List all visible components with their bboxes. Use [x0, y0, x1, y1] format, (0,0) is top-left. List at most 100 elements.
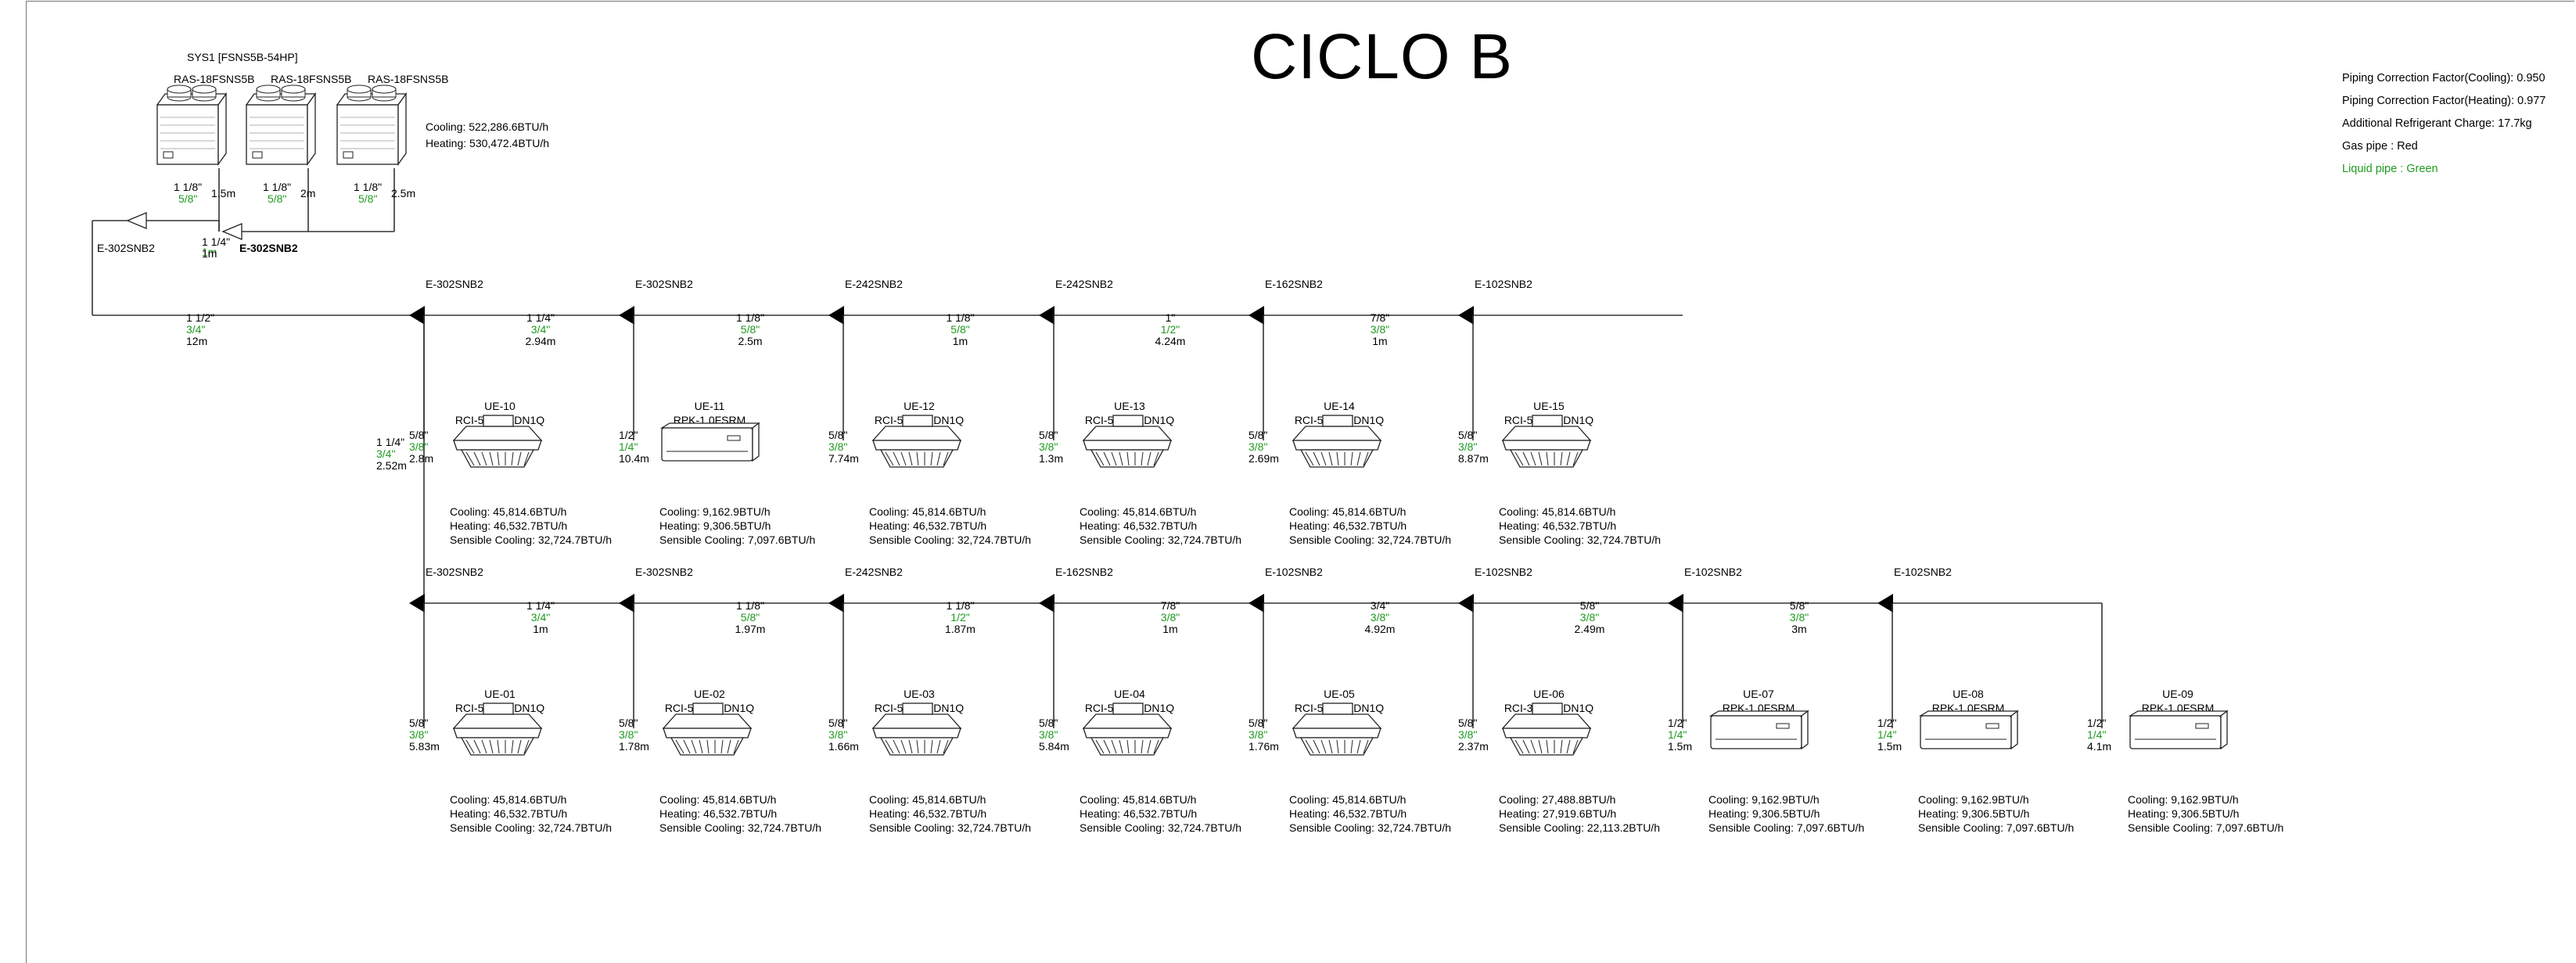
unit-heating: Heating: 46,532.7BTU/h: [1289, 807, 1407, 820]
fan-icon: [281, 84, 306, 94]
unit-id: UE-13: [1114, 400, 1145, 412]
unit-sensible-cooling: Sensible Cooling: 32,724.7BTU/h: [1080, 534, 1241, 546]
main-pipe-gas: 1 1/2": [186, 311, 214, 324]
branch-joint-label: E-102SNB2: [1475, 566, 1532, 578]
unit-heating: Heating: 46,532.7BTU/h: [450, 519, 567, 532]
unit-box: [483, 415, 514, 427]
branch-joint-icon: [1668, 594, 1683, 613]
grille-line: [1522, 451, 1530, 466]
grille-line: [489, 739, 494, 754]
branch-segment-liquid: 5/8": [741, 323, 760, 336]
unit-pipe-length: 1.76m: [1248, 740, 1279, 753]
unit-pipe-gas: 1/2": [619, 429, 638, 441]
branch-joint-label: E-102SNB2: [1684, 566, 1742, 578]
unit-side: [1801, 710, 1809, 750]
grille-line: [517, 739, 522, 754]
grille-line: [1538, 739, 1543, 754]
unit-pipe-liquid: 1/4": [1668, 728, 1687, 741]
outdoor-model-label: RAS-18FSNS5B: [368, 73, 449, 85]
system-heating: Heating: 530,472.4BTU/h: [426, 137, 549, 149]
unit-sensible-cooling: Sensible Cooling: 32,724.7BTU/h: [1499, 534, 1661, 546]
header-pipe-gas: 1 1/4": [202, 235, 230, 248]
unit-top: [1082, 713, 1173, 729]
wall-unit-icon: [1918, 710, 2019, 750]
fan-icon: [192, 84, 217, 94]
grille-line: [1147, 451, 1151, 466]
grille-line: [943, 739, 949, 754]
unit-id: UE-01: [484, 688, 516, 700]
unit-box: [1532, 702, 1563, 715]
grille-line: [683, 739, 691, 754]
outdoor-model-label: RAS-18FSNS5B: [271, 73, 352, 85]
grille-line: [1111, 739, 1117, 754]
unit-id: UE-07: [1743, 688, 1774, 700]
grille-line: [1538, 451, 1543, 466]
grille-line: [893, 451, 900, 466]
unit-panel-edge: [1083, 728, 1172, 738]
unit-display: [2195, 723, 2209, 729]
outdoor-pipe-liquid: 5/8": [358, 192, 377, 205]
unit-panel-edge: [1502, 440, 1591, 451]
unit-sensible-cooling: Sensible Cooling: 32,724.7BTU/h: [450, 534, 612, 546]
unit-id: UE-09: [2162, 688, 2193, 700]
unit-top: [452, 713, 543, 729]
branch-segment-liquid: 3/8": [1790, 611, 1809, 623]
grille-line: [1560, 739, 1563, 754]
unit-side: [752, 422, 760, 462]
cassette-unit-icon: [871, 415, 962, 468]
outdoor-unit-icon: [336, 84, 408, 167]
unit-heating: Heating: 46,532.7BTU/h: [869, 519, 986, 532]
unit-panel-edge: [1292, 440, 1381, 451]
branch-segment-gas: 3/4": [1371, 599, 1389, 612]
grille-line: [465, 739, 475, 754]
unit-top: [1292, 713, 1382, 729]
grille-line: [497, 451, 500, 466]
unit-top: [452, 426, 543, 441]
grille-line: [1546, 451, 1549, 466]
cassette-unit-icon: [1082, 415, 1173, 468]
grille-line: [1095, 739, 1105, 754]
unit-pipe-length: 2.37m: [1458, 740, 1489, 753]
unit-id: UE-14: [1324, 400, 1355, 412]
branch-segment-length: 1.87m: [945, 623, 975, 635]
unit-side: [2220, 710, 2228, 750]
cassette-unit-icon: [1501, 702, 1592, 756]
unit-top: [1918, 710, 2019, 717]
grille-line: [1350, 739, 1353, 754]
branch-segment-liquid: 3/4": [531, 323, 550, 336]
grille-line: [1530, 739, 1536, 754]
unit-heating: Heating: 46,532.7BTU/h: [1289, 519, 1407, 532]
grille-line: [1546, 739, 1549, 754]
unit-box: [902, 702, 933, 715]
unit-top: [1082, 426, 1173, 441]
grille-line: [699, 739, 703, 754]
wall-unit-icon: [1708, 710, 1809, 750]
outdoor-pipe-liquid: 5/8": [178, 192, 197, 205]
unit-pipe-gas: 5/8": [1458, 429, 1477, 441]
outdoor-pipe-gas: 1 1/8": [174, 181, 202, 193]
unit-pipe-length: 1.5m: [1668, 740, 1692, 753]
unit-panel: [460, 449, 535, 468]
unit-pipe-liquid: 3/8": [1039, 728, 1058, 741]
branch-segment-length: 3m: [1791, 623, 1806, 635]
unit-heating: Heating: 46,532.7BTU/h: [450, 807, 567, 820]
branch-joint-label: E-102SNB2: [1894, 566, 1952, 578]
unit-pipe-gas: 5/8": [828, 717, 847, 729]
branch-joint-label: E-102SNB2: [1475, 278, 1532, 290]
unit-body: [1710, 715, 1802, 749]
grille-line: [1572, 451, 1579, 466]
unit-top: [659, 422, 760, 429]
main-pipe-length: 12m: [186, 335, 207, 347]
header-joint-icon: [221, 223, 243, 240]
unit-top: [662, 713, 753, 729]
branch-segment-liquid: 1/2": [950, 611, 969, 623]
unit-cooling: Cooling: 45,814.6BTU/h: [450, 793, 566, 806]
unit-pipe-gas: 5/8": [409, 717, 428, 729]
unit-display: [727, 435, 741, 441]
unit-cooling: Cooling: 45,814.6BTU/h: [1499, 505, 1615, 518]
unit-sensible-cooling: Sensible Cooling: 7,097.6BTU/h: [2128, 821, 2283, 834]
grille-line: [1336, 739, 1339, 754]
unit-body: [661, 427, 753, 462]
unit-id: UE-11: [695, 400, 725, 412]
unit-cooling: Cooling: 9,162.9BTU/h: [1918, 793, 2029, 806]
